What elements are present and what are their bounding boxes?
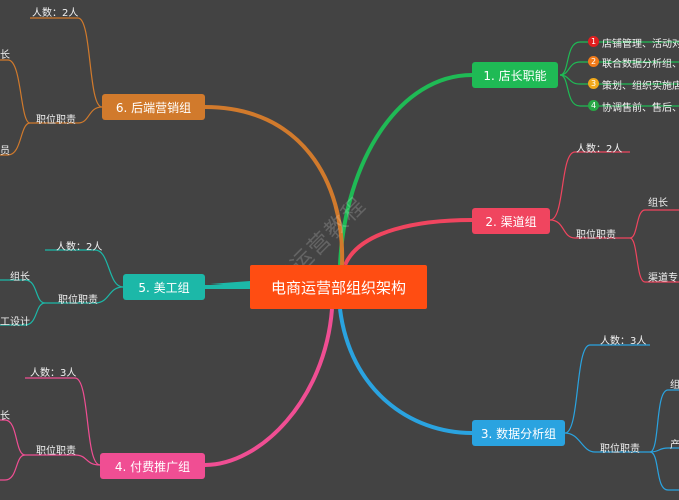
role-label: 长 [0, 411, 10, 422]
role-label: 产 [670, 440, 679, 451]
branch-node-store-manager[interactable]: 1. 店长职能 [472, 62, 558, 88]
role-label: 组长 [648, 198, 668, 209]
branch-node-channel[interactable]: 2. 渠道组 [472, 208, 550, 234]
headcount-label: 人数：2人 [56, 242, 103, 253]
headcount-label: 人数：2人 [576, 144, 623, 155]
duty-item-4: 协调售前、售后、 [602, 103, 679, 114]
role-label: 工设计 [0, 317, 30, 328]
branch-node-paid-promotion[interactable]: 4. 付费推广组 [100, 453, 205, 479]
number-badge-4: 4 [588, 100, 599, 111]
role-label: 员 [0, 146, 10, 157]
number-badge-1: 1 [588, 36, 599, 47]
role-label: 组长 [10, 272, 30, 283]
duty-label: 职位职责 [58, 295, 98, 306]
branch-node-backend-marketing[interactable]: 6. 后端营销组 [102, 94, 205, 120]
center-node[interactable]: 电商运营部组织架构 [250, 265, 427, 309]
duty-item-2: 联合数据分析组、 [602, 59, 679, 70]
role-label: 长 [0, 50, 10, 61]
role-label: 组 [670, 380, 679, 391]
number-badge-2: 2 [588, 56, 599, 67]
duty-label: 职位职责 [576, 230, 616, 241]
duty-item-1: 店铺管理、活动对 [602, 39, 679, 50]
duty-item-3: 策划、组织实施店 [602, 81, 679, 92]
duty-label: 职位职责 [600, 444, 640, 455]
number-badge-3: 3 [588, 78, 599, 89]
duty-label: 职位职责 [36, 446, 76, 457]
duty-label: 职位职责 [36, 115, 76, 126]
branch-node-design[interactable]: 5. 美工组 [123, 274, 205, 300]
headcount-label: 人数：3人 [30, 368, 77, 379]
headcount-label: 人数：2人 [32, 8, 79, 19]
headcount-label: 人数：3人 [600, 336, 647, 347]
branch-node-data-analysis[interactable]: 3. 数据分析组 [472, 420, 565, 446]
role-label: 渠道专 [648, 273, 678, 284]
